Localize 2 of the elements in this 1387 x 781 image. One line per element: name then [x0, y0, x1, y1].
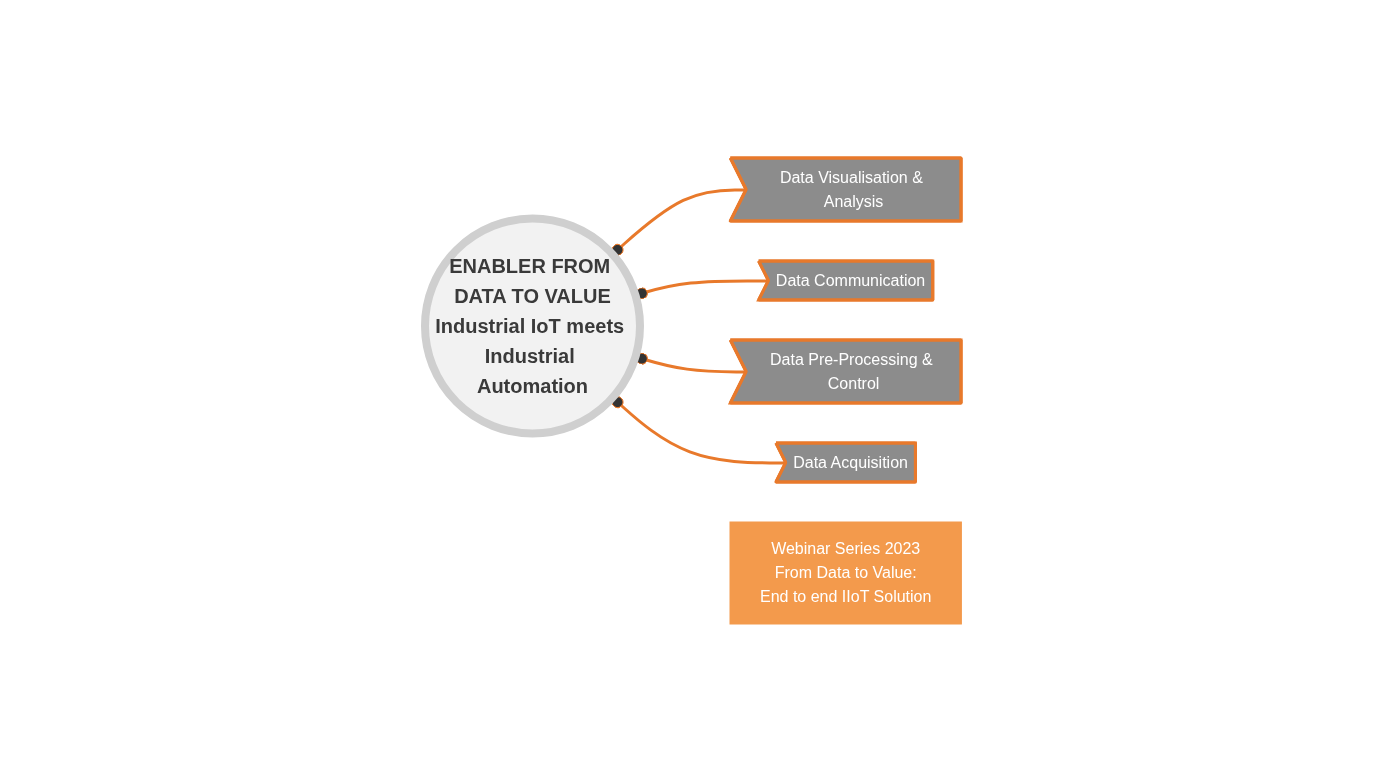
node-circle: ENABLER FROM DATA TO VALUE Industrial IoT meets Industrial Automation	[421, 214, 645, 437]
node-box: Webinar Series 2023 From Data to Value: End to end IIoT Solution	[729, 521, 963, 624]
